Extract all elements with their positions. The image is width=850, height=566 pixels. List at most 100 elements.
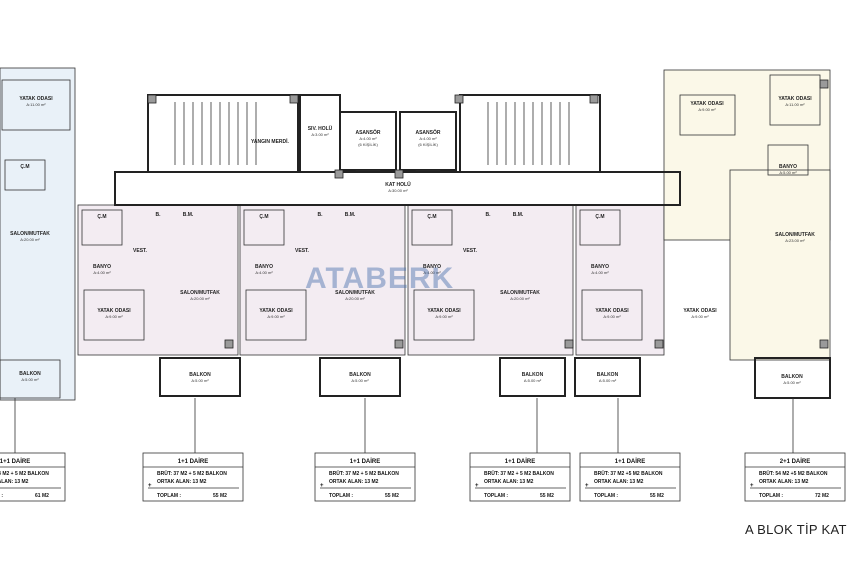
total-label: TOPLAM : xyxy=(329,493,353,499)
room-label: B. xyxy=(156,212,162,218)
unit-type: 1+1 DAİRE xyxy=(178,458,209,465)
bathroom-2-1 xyxy=(767,144,809,176)
room-area: A:9.00 m² xyxy=(435,314,453,319)
bathroom xyxy=(579,209,621,246)
info-box-1 xyxy=(0,452,66,502)
total-area: 55 M2 xyxy=(650,493,664,499)
room-label: VEST. xyxy=(295,248,310,254)
total-label: TOPLAM : xyxy=(157,493,181,499)
column xyxy=(454,94,464,104)
room-area: A:5.00 m² xyxy=(21,377,39,382)
balcony xyxy=(159,357,241,397)
room-label: BALKON xyxy=(781,374,803,380)
unit-type: 1+1 DAİRE xyxy=(0,458,30,465)
info-box-5 xyxy=(579,452,681,502)
room-label: YATAK ODASI xyxy=(690,101,724,107)
plus-sign: + xyxy=(320,483,324,489)
room-area: A:9.00 m² xyxy=(267,314,285,319)
room-area: A:23.00 m² xyxy=(785,238,805,243)
room-label: B. xyxy=(318,212,324,218)
room-label: B.M. xyxy=(183,212,194,218)
elevator-note: (6 KİŞİLİK) xyxy=(418,142,438,147)
room-label: BALKON xyxy=(597,372,619,378)
room-label: Ç.M xyxy=(259,214,268,220)
balcony xyxy=(319,357,401,397)
room-area: A:5.00 m² xyxy=(351,378,369,383)
lobby-label: SIV. HOLÜ xyxy=(308,125,333,132)
bedroom xyxy=(413,289,475,341)
room-area: A:5.00 m² xyxy=(783,380,801,385)
stair-left xyxy=(147,94,299,173)
bedroom xyxy=(245,289,307,341)
gross-area: BRÜT: 37 M2 +5 M2 BALKON xyxy=(594,470,663,477)
room-label: BANYO xyxy=(93,264,111,270)
room-area: A:20.00 m² xyxy=(20,237,40,242)
stair-label: YANGIN MERDİ. xyxy=(251,138,289,145)
elevator-area: A:4.00 m² xyxy=(359,136,377,141)
room-area: A:4.00 m² xyxy=(423,270,441,275)
column xyxy=(334,169,344,179)
balcony xyxy=(499,357,566,397)
room-label: YATAK ODASI xyxy=(259,308,293,314)
room-label: BALKON xyxy=(19,371,41,377)
bedroom-2 xyxy=(679,94,736,136)
elevator-area: A:4.00 m² xyxy=(419,136,437,141)
bathroom xyxy=(81,209,123,246)
room-label: Ç.M xyxy=(595,214,604,220)
info-box-2 xyxy=(142,452,244,502)
column xyxy=(819,79,829,89)
room-label: BANYO xyxy=(779,164,797,170)
bedroom-1 xyxy=(769,74,821,126)
room-area: A:20.00 m² xyxy=(510,296,530,301)
unit-1-1-3 xyxy=(407,204,574,356)
gross-area: BRÜT: 37 M2 + 5 M2 BALKON xyxy=(157,470,227,477)
room-label: YATAK ODASI xyxy=(595,308,629,314)
total-label: TOPLAM : xyxy=(594,493,618,499)
column xyxy=(819,339,829,349)
bathroom-left xyxy=(4,159,46,191)
stair-right xyxy=(459,94,601,173)
common-area: ORTAK ALAN: 13 M2 xyxy=(759,479,809,485)
column xyxy=(394,169,404,179)
total-label: TOPLAM : xyxy=(759,493,783,499)
plus-sign: + xyxy=(750,483,754,489)
room-label: BALKON xyxy=(349,372,371,378)
column xyxy=(147,94,157,104)
bathroom xyxy=(411,209,453,246)
room-label: VEST. xyxy=(133,248,148,254)
bedroom-left xyxy=(1,79,71,131)
unit-left xyxy=(0,67,76,401)
room-area: A:4.00 m² xyxy=(255,270,273,275)
total-area: 61 M2 xyxy=(35,493,49,499)
room-label: YATAK ODASI xyxy=(97,308,131,314)
room-label: YATAK ODASI xyxy=(427,308,461,314)
room-label: YATAK ODASI xyxy=(683,308,717,314)
room-area: A:9.00 m² xyxy=(698,107,716,112)
room-label: BANYO xyxy=(591,264,609,270)
drawing-title: A BLOK TİP KAT xyxy=(745,522,847,537)
unit-1-1-1 xyxy=(77,204,239,356)
room-area: A:5.00 m² xyxy=(191,378,209,383)
room-area: A:5.00 m² xyxy=(779,170,797,175)
room-label: YATAK ODASI xyxy=(778,96,812,102)
total-area: 55 M2 xyxy=(540,493,554,499)
gross-area: BRÜT: 54 M2 +5 M2 BALKON xyxy=(759,470,828,477)
column xyxy=(589,94,599,104)
gross-area: BRÜT: 37 M2 + 5 M2 BALKON xyxy=(484,470,554,477)
common-area: ORTAK ALAN: 13 M2 xyxy=(157,479,207,485)
room-label: SALON/MUTFAK xyxy=(10,231,50,237)
corridor-area: A:30.00 m² xyxy=(388,188,408,193)
room-area: A:5.00 m² xyxy=(599,378,617,383)
info-box-6 xyxy=(744,452,846,502)
room-label: BALKON xyxy=(522,372,544,378)
column xyxy=(394,339,404,349)
room-label: VEST. xyxy=(463,248,478,254)
total-area: 55 M2 xyxy=(213,493,227,499)
plus-sign: + xyxy=(148,483,152,489)
unit-type: 2+1 DAİRE xyxy=(780,458,811,465)
unit-type: 1+1 DAİRE xyxy=(615,458,646,465)
elevator-note: (6 KİŞİLİK) xyxy=(358,142,378,147)
room-label: SALON/MUTFAK xyxy=(775,232,815,238)
room-area: A:9.00 m² xyxy=(105,314,123,319)
